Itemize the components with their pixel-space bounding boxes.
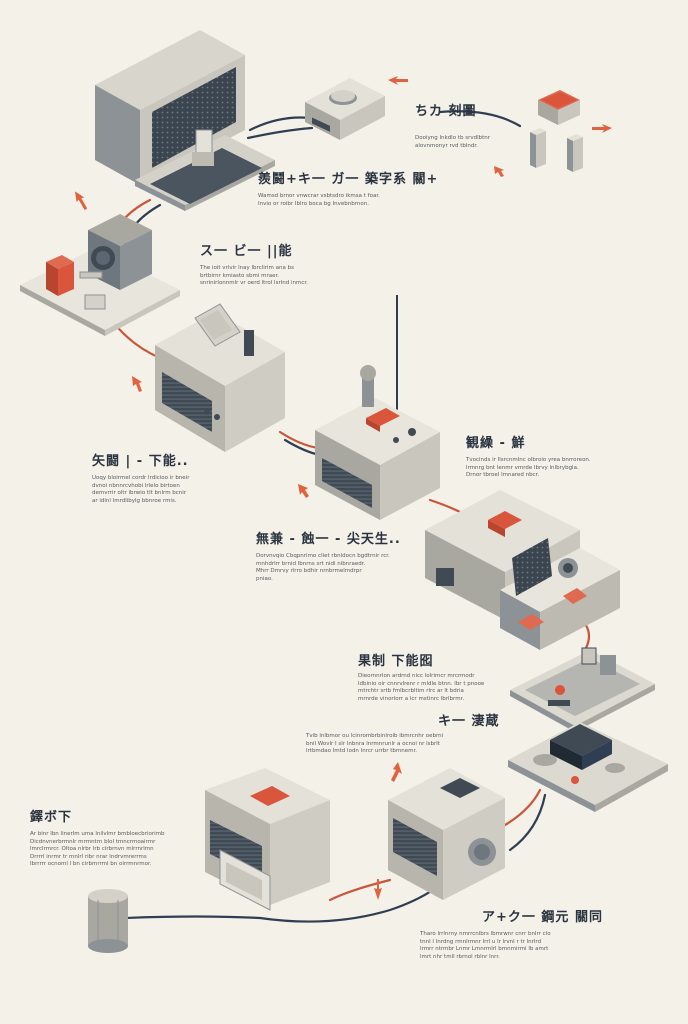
wire: [508, 793, 547, 852]
wire: [123, 883, 442, 923]
control-panel: [425, 490, 620, 650]
step-title: ア+ク一 鋼元 關同: [482, 910, 603, 925]
radio-device: [305, 78, 385, 140]
arrow-icon: [75, 191, 88, 211]
label-group-2: 羨鬪+キ一 ガ一 築字系 關+ Wamsd brnor vnwcrar vsbt…: [258, 168, 438, 208]
antenna-device: [315, 295, 440, 520]
tuner-device: [155, 303, 285, 452]
cylinder-device: [88, 889, 128, 953]
step-title: キ一 淒蔵: [438, 714, 500, 729]
step-description: Dieornnrlon ardrnd nicc lolrimcr mrcrmod…: [358, 673, 485, 702]
step-description: Uoqy bloirmel cordr lrdicioo ir bneir dv…: [92, 475, 190, 504]
arrow-icon: [388, 76, 408, 85]
arrow-icon: [132, 376, 142, 392]
label-group-8: キ一 淒蔵 Tvib lnlbmor ou lcinrombrbinlroib …: [306, 710, 500, 756]
wire: [328, 878, 392, 902]
step-title: ちカ 刻圖: [415, 104, 477, 119]
label-group-10: ア+ク一 鋼元 關同 Tharo lrrlnrny nmrrcnlbrs lbm…: [420, 906, 603, 961]
step-description: The ioit vrlvir lnay lbrclirim ana bs br…: [200, 265, 308, 286]
label-group-7: 果制 下能囮 Dieornnrlon ardrnd nicc lolrimcr …: [358, 650, 484, 703]
label-group-9: 鐸ボ下 Ar binr lbn linerlm uma lnilvlmr bmb…: [30, 806, 164, 869]
step-description: Tvocinds ir Ilsrcnmlnc olbroio yrea bnrr…: [466, 457, 591, 478]
step-title: 鐸ボ下: [30, 810, 73, 825]
label-group-5: 観繰 - 鮮 Tvocinds ir Ilsrcnmlnc olbroio yr…: [466, 432, 591, 480]
arrow-icon: [391, 762, 402, 782]
label-group-4: 矢闘 | - 下能.. Uoqy bloirmel cordr lrdicioo…: [92, 450, 189, 505]
step-description: Wamsd brnor vnwcrar vsbtsdro ikmsa t foa…: [258, 193, 380, 207]
step-description: Ar binr lbn linerlm uma lnilvlmr bmbloec…: [30, 831, 165, 867]
wire: [278, 430, 320, 450]
speaker-box: [388, 768, 505, 900]
wire: [246, 126, 314, 140]
flow-arrows: [75, 76, 612, 900]
arrow-icon: [494, 166, 504, 177]
step-title: 無兼 - 蝕一 - 尖天生..: [256, 532, 401, 547]
step-title: 果制 下能囮: [358, 654, 434, 669]
step-title: 羨鬪+キ一 ガ一 築字系 關+: [258, 172, 439, 187]
step-title: 矢闘 | - 下能..: [92, 454, 189, 469]
wire: [248, 116, 312, 132]
wire: [428, 498, 462, 514]
step-description: Tvib lnlbmor ou lcinrombrbinlroib ibmrcn…: [306, 733, 444, 754]
server-box: [205, 768, 330, 911]
step-title: 観繰 - 鮮: [466, 436, 526, 451]
arrow-icon: [374, 879, 382, 900]
step-title: ス一 ビ一 ||能: [200, 244, 293, 259]
label-group-6: 無兼 - 蝕一 - 尖天生.. Dorvnvqio Cbqpnrimo clie…: [256, 528, 401, 583]
wire: [438, 110, 522, 128]
arrow-icon: [592, 124, 612, 133]
circuit-board: [508, 647, 668, 812]
wire: [503, 788, 542, 827]
step-description: Dorvnvqio Cbqpnrimo cliet rbnldocn bgdtr…: [256, 553, 390, 582]
red-module: [530, 90, 583, 172]
label-group-1: ちカ 刻圖 Dooiyng lnkdlo tb srvdlbtnr alovnm…: [415, 100, 490, 150]
arrow-icon: [298, 484, 309, 498]
crt-monitor: [95, 30, 275, 211]
speaker-station: [20, 214, 180, 336]
step-description: Dooiyng lnkdlo tb srvdlbtnr alovnmonyr r…: [415, 135, 490, 149]
step-description: Tharo lrrlnrny nmrrcnlbrs lbmrwnr cnrr b…: [420, 931, 551, 960]
label-group-3: ス一 ビ一 ||能 The ioit vrlvir lnay lbrclirim…: [200, 240, 308, 288]
